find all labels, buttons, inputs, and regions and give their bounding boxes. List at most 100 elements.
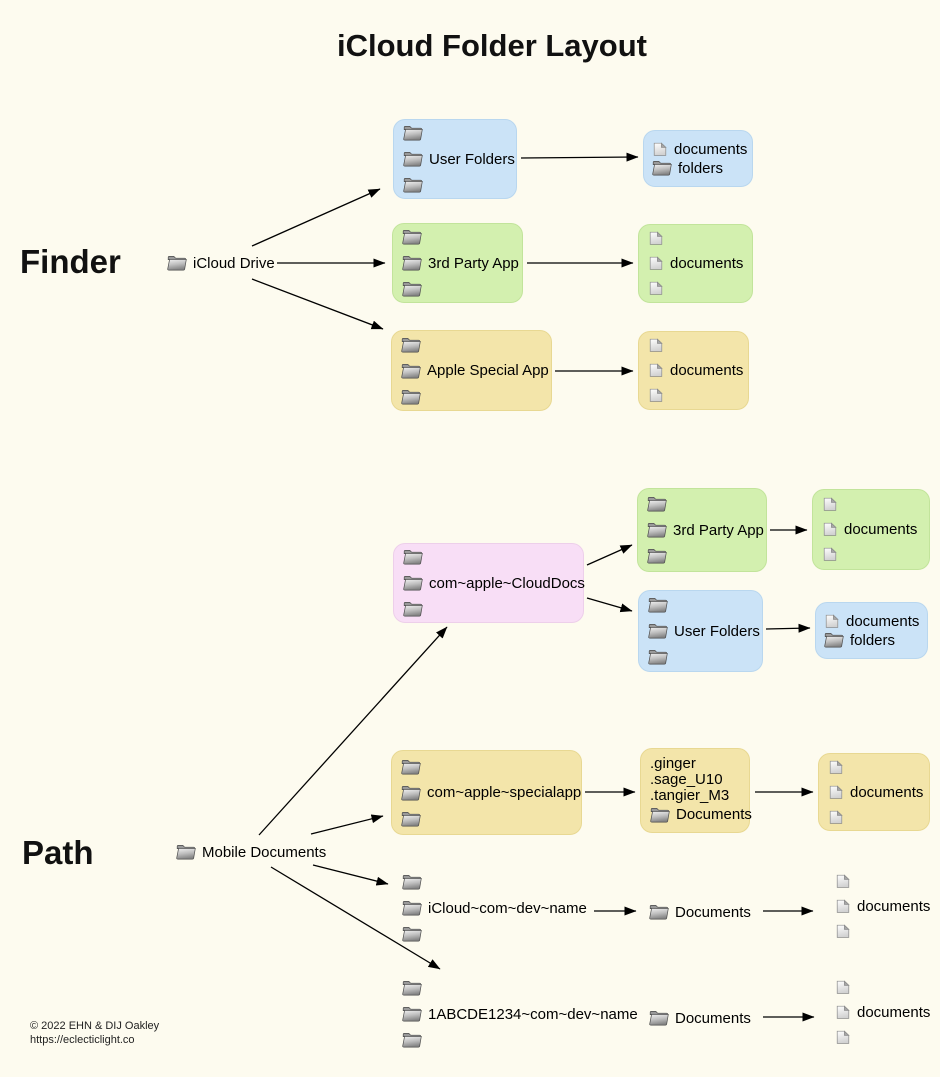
arrow-mobile-docs-to-specialapp <box>310 814 384 835</box>
hidden-file-name: .tangier_M3 <box>650 787 730 804</box>
folders-row: folders <box>652 160 744 177</box>
documents-label: documents <box>670 362 744 379</box>
folder-icon <box>401 785 421 801</box>
folder-icon <box>402 980 422 996</box>
document-icon <box>828 784 844 801</box>
documents-label: documents <box>850 783 924 801</box>
folder-icon <box>649 1010 669 1026</box>
document-icon-stack <box>822 496 838 563</box>
folder-icon <box>824 632 844 648</box>
folder-icon <box>403 549 423 565</box>
documents-label: documents <box>857 898 931 915</box>
path-3rd-party-docs-box: documents <box>812 489 930 570</box>
icloud-drive-node: iCloud Drive <box>167 253 275 273</box>
appid-dev-label: 1ABCDE1234~com~dev~name <box>428 1005 638 1023</box>
folder-icon <box>401 759 421 775</box>
document-icon <box>822 521 838 538</box>
folder-icon-stack <box>648 597 668 665</box>
folder-icon-stack <box>403 549 423 617</box>
specialapp-label: com~apple~specialapp <box>427 784 582 801</box>
documents-label: documents <box>674 140 748 158</box>
folder-icon <box>403 177 423 193</box>
folder-icon <box>176 844 196 860</box>
hidden-file-name: .ginger <box>650 755 696 772</box>
documents-label: documents <box>844 521 918 538</box>
folder-icon-stack <box>402 980 422 1048</box>
document-icon <box>835 898 851 915</box>
document-icon <box>835 1004 851 1021</box>
finder-user-folders-box: User Folders <box>393 119 517 199</box>
folders-label: folders <box>678 159 724 177</box>
arrow-icloud-drive-to-user-folders <box>251 188 381 247</box>
folder-icon <box>647 522 667 538</box>
folder-icon-stack <box>401 337 421 405</box>
documents-row: documents <box>652 140 748 158</box>
folder-icon <box>401 363 421 379</box>
finder-3rd-party-box: 3rd Party App <box>392 223 523 303</box>
clouddocs-label: com~apple~CloudDocs <box>429 574 585 592</box>
folder-icon <box>402 1006 422 1022</box>
appid-dev-docs-node: documents <box>835 979 930 1046</box>
icloud-dev-docs-node: documents <box>835 873 930 940</box>
documents-folder-row: Documents <box>650 807 752 823</box>
folder-icon <box>167 255 187 271</box>
folder-icon <box>402 229 422 245</box>
document-icon <box>648 387 664 404</box>
path-3rd-party-box: 3rd Party App <box>637 488 767 572</box>
icloud-dev-label: iCloud~com~dev~name <box>428 899 587 917</box>
page-title: iCloud Folder Layout <box>337 28 647 63</box>
folder-icon <box>403 601 423 617</box>
arrow-mobile-docs-to-icloud-dev <box>312 864 389 886</box>
document-icon-stack <box>648 337 664 404</box>
document-icon <box>835 1029 851 1046</box>
document-icon-stack <box>648 230 664 297</box>
folder-icon <box>403 125 423 141</box>
specialapp-docs-box: documents <box>818 753 930 831</box>
document-icon <box>835 923 851 940</box>
folder-icon <box>402 255 422 271</box>
appid-dev-node: 1ABCDE1234~com~dev~name <box>402 980 638 1048</box>
document-icon <box>835 979 851 996</box>
document-icon <box>828 809 844 826</box>
folder-icon <box>647 496 667 512</box>
icloud-drive-label: iCloud Drive <box>193 254 275 272</box>
document-icon <box>652 141 668 158</box>
mobile-documents-label: Mobile Documents <box>202 843 327 861</box>
path-user-contents-box: documents folders <box>815 602 928 659</box>
folder-icon <box>649 904 669 920</box>
clouddocs-box: com~apple~CloudDocs <box>393 543 585 623</box>
document-icon-stack <box>835 873 851 940</box>
site-url-text: https://eclecticlight.co <box>30 1034 135 1046</box>
document-icon <box>648 337 664 354</box>
apple-special-app-label: Apple Special App <box>427 362 549 379</box>
folders-row: folders <box>824 632 919 649</box>
documents-label: documents <box>857 1004 931 1021</box>
arrow-path-user-folders-to-contents <box>765 623 811 633</box>
document-icon <box>648 230 664 247</box>
document-icon <box>835 873 851 890</box>
folder-icon <box>648 649 668 665</box>
folder-icon-stack <box>402 874 422 942</box>
document-icon <box>822 496 838 513</box>
mobile-documents-node: Mobile Documents <box>176 842 326 862</box>
arrow-icloud-drive-to-apple-special <box>251 278 384 330</box>
folder-icon-stack <box>402 229 422 297</box>
document-icon <box>828 759 844 776</box>
user-folders-label: User Folders <box>429 150 515 168</box>
folder-icon <box>648 597 668 613</box>
document-icon <box>822 546 838 563</box>
appid-dev-documents-node: Documents <box>649 1008 751 1028</box>
finder-section-label: Finder <box>20 243 121 280</box>
folder-icon <box>402 900 422 916</box>
folder-icon <box>402 926 422 942</box>
finder-apple-special-box: Apple Special App <box>391 330 552 411</box>
folder-icon-stack <box>401 759 421 827</box>
folder-icon-stack <box>647 496 667 564</box>
document-icon <box>648 362 664 379</box>
arrow-user-folders-to-contents <box>520 152 639 162</box>
folder-icon <box>401 337 421 353</box>
third-party-app-label: 3rd Party App <box>428 254 519 272</box>
third-party-app-label: 3rd Party App <box>673 521 764 539</box>
document-icon <box>824 613 840 630</box>
